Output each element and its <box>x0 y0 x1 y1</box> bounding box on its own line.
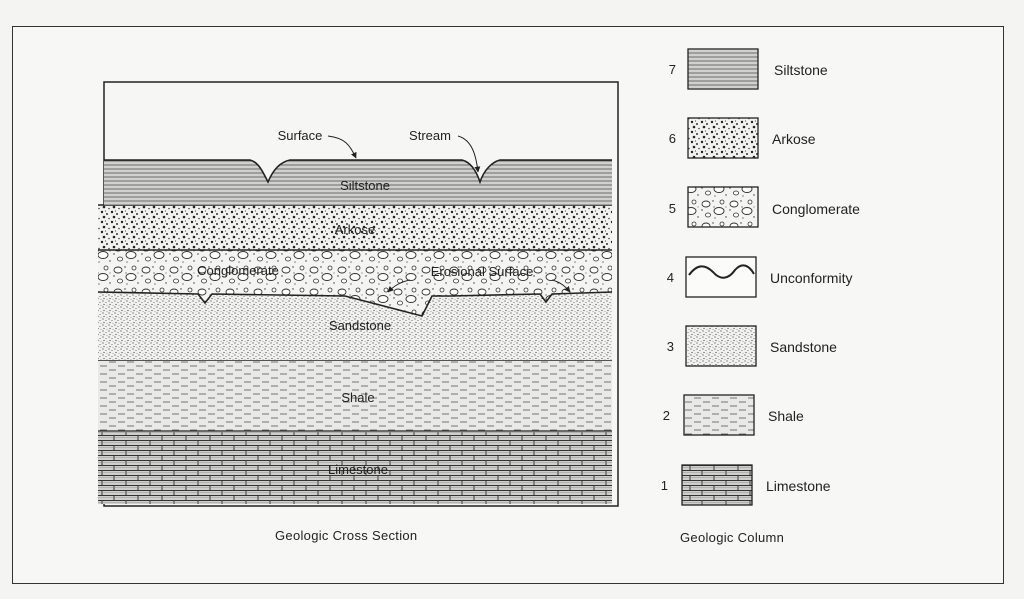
legend-num-1: 1 <box>654 478 668 493</box>
legend-num-4: 4 <box>660 270 674 285</box>
legend-swatch-shale <box>684 395 754 435</box>
arkose-label: Arkose <box>335 222 375 237</box>
legend-label-shale: Shale <box>768 408 804 424</box>
legend-label-siltstone: Siltstone <box>774 62 828 78</box>
limestone-label: Limestone <box>328 462 388 477</box>
legend-label-conglomerate: Conglomerate <box>772 201 860 217</box>
shale-label: Shale <box>341 390 374 405</box>
legend-swatch-arkose <box>688 118 758 158</box>
legend-num-2: 2 <box>656 408 670 423</box>
legend-num-3: 3 <box>660 339 674 354</box>
legend-label-unconformity: Unconformity <box>770 270 852 286</box>
legend-label-sandstone: Sandstone <box>770 339 837 355</box>
geologic-column-caption: Geologic Column <box>680 530 784 545</box>
erosional-surface-annotation: Erosional Surface <box>431 264 534 279</box>
legend-num-6: 6 <box>662 131 676 146</box>
siltstone-label: Siltstone <box>340 178 390 193</box>
stream-annotation: Stream <box>409 128 451 143</box>
geologic-column <box>682 49 758 505</box>
legend-swatch-sandstone <box>686 326 756 366</box>
conglomerate-label: Conglomerate <box>197 263 279 278</box>
cross-section: Siltstone Arkose Conglomerate Sandstone … <box>98 82 618 506</box>
legend-swatch-siltstone <box>688 49 758 89</box>
legend-label-limestone: Limestone <box>766 478 831 494</box>
surface-annotation: Surface <box>278 128 323 143</box>
legend-label-arkose: Arkose <box>772 131 816 147</box>
legend-swatch-conglomerate <box>688 187 758 227</box>
legend-num-7: 7 <box>662 62 676 77</box>
legend-swatch-limestone <box>682 465 752 505</box>
cross-section-caption: Geologic Cross Section <box>275 528 417 543</box>
legend-num-5: 5 <box>662 201 676 216</box>
sandstone-label: Sandstone <box>329 318 391 333</box>
